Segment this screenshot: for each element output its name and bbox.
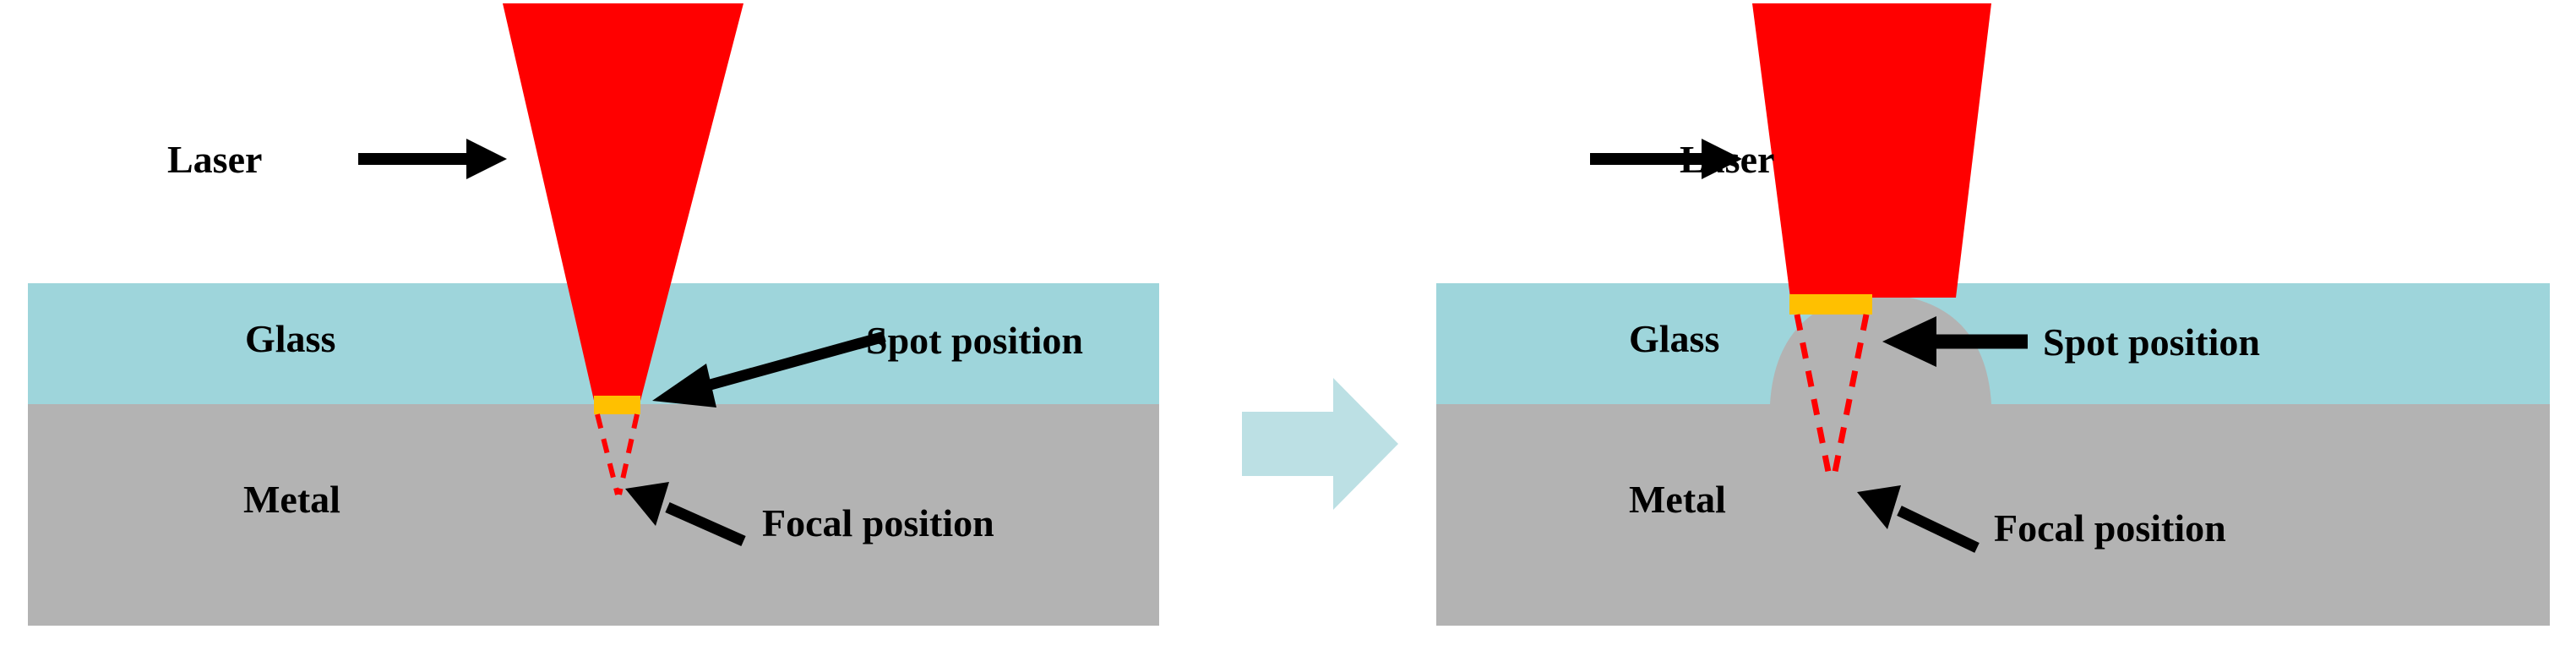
focal-position-label: Focal position	[762, 501, 994, 544]
focal-position-leader	[625, 482, 746, 546]
spot-marker	[594, 396, 640, 414]
focal-ray-left	[595, 413, 620, 495]
focal-ray-right	[617, 413, 640, 495]
laser-beam	[503, 3, 743, 404]
spot-position-leader	[1882, 316, 2028, 367]
spot-position-label: Spot position	[866, 319, 1083, 362]
transition-arrow-wrap	[1242, 359, 1424, 528]
metal-label: Metal	[243, 478, 340, 521]
laser-pointer-arrow	[358, 139, 507, 179]
focal-position-label: Focal position	[1994, 506, 2226, 550]
focal-position-leader	[1857, 485, 1980, 553]
laser-pointer-arrow	[1590, 139, 1742, 179]
panel-before-graphic	[28, 3, 1159, 626]
glass-label: Glass	[245, 317, 336, 360]
metal-layer	[1436, 404, 2550, 626]
spot-position-leader	[652, 331, 886, 408]
panel-before: Laser Glass Metal Spot position Focal po…	[0, 0, 1208, 662]
transition-arrow-icon	[1242, 378, 1398, 510]
metal-layer	[28, 404, 1159, 626]
metal-label: Metal	[1629, 478, 1726, 521]
laser-label: Laser	[1680, 138, 1775, 181]
spot-marker	[1789, 294, 1872, 315]
glass-label: Glass	[1629, 317, 1720, 360]
spot-position-label: Spot position	[2043, 320, 2260, 364]
laser-label: Laser	[167, 138, 263, 181]
panel-after-graphic	[1436, 3, 2550, 626]
laser-beam	[1752, 3, 1991, 298]
panel-after: Laser Glass Metal Spot position Focal po…	[1436, 0, 2576, 662]
